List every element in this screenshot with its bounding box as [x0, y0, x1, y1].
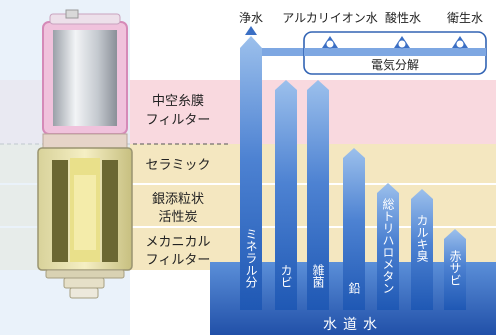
label-hollow-fiber-line1: 中空糸膜	[152, 94, 204, 109]
label-mechanical-line1: メカニカル	[145, 235, 210, 250]
column-bacteria	[307, 80, 329, 310]
column-lead	[343, 148, 365, 310]
output-arrows	[245, 26, 468, 49]
column-chlorine-odor	[411, 189, 433, 310]
label-silver-carbon-line1: 銀添粒状	[152, 192, 204, 207]
label-ceramic: セラミック	[145, 158, 210, 173]
column-mold	[275, 80, 297, 310]
label-tap-water: 水道水	[323, 317, 383, 333]
label-alkaline-water: アルカリイオン水	[282, 11, 378, 25]
label-hollow-fiber-line2: フィルター	[146, 113, 211, 128]
label-electrolysis: 電気分解	[371, 57, 419, 72]
label-bacteria: 雑菌	[311, 263, 325, 289]
label-mold: カビ	[279, 264, 293, 288]
label-acidic-water: 酸性水	[385, 10, 421, 25]
label-minerals: ミネラル分	[244, 228, 258, 289]
column-red-rust	[444, 229, 466, 310]
label-pure-water: 浄水	[239, 11, 263, 25]
label-sanitizing-water: 衛生水	[447, 11, 483, 25]
label-chlorine-odor: カルキ臭	[415, 214, 429, 263]
column-trihalomethane	[377, 183, 399, 310]
pure-water-column	[240, 36, 262, 310]
label-red-rust: 赤サビ	[448, 250, 462, 286]
label-silver-carbon-line2: 活性炭	[158, 210, 197, 225]
label-lead: 鉛	[347, 282, 361, 294]
label-trihalomethane: 総トリハロメタン	[381, 198, 395, 294]
contaminant-columns	[275, 80, 466, 310]
filter-cartridge-illustration	[37, 9, 133, 299]
label-mechanical-line2: フィルター	[146, 253, 211, 268]
